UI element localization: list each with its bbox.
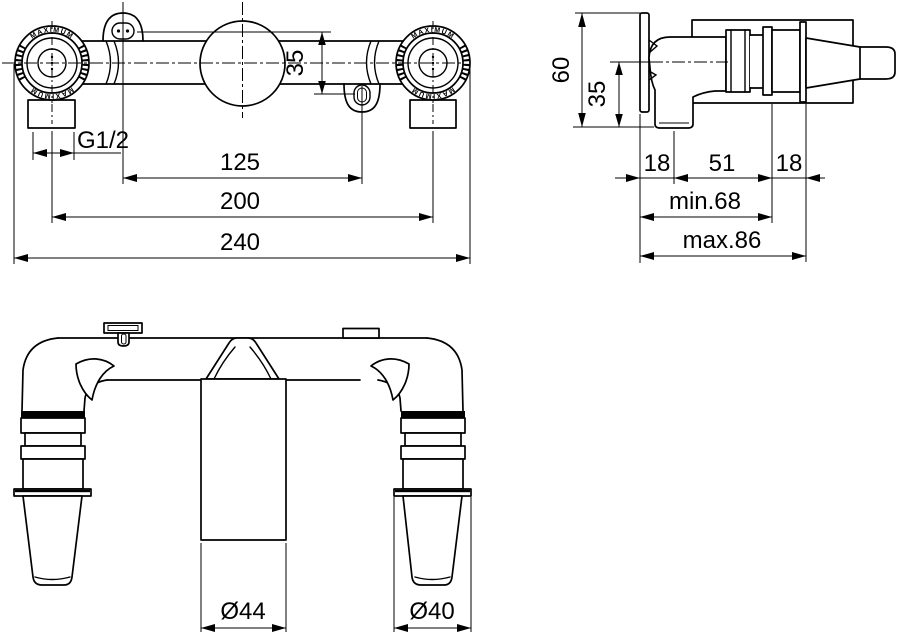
left-inlet-connector [27, 99, 76, 129]
left-valve: MAXIMUM MAXIMUM [14, 21, 90, 103]
protection-handle [805, 37, 896, 89]
right-inlet-connector [409, 99, 457, 129]
front-view: MAXIMUM MAXIMUM MAXIMUM MAXIMUM [2, 2, 471, 264]
rosette-flange [799, 21, 807, 103]
rear-tab-fitting [342, 327, 380, 339]
dim-label: 18 [644, 150, 671, 177]
right-protection-cap [402, 495, 463, 586]
elbow-body [648, 36, 727, 129]
dim-125: 125 [122, 2, 363, 184]
cartridge-ribs [725, 29, 751, 93]
dim-label: 35 [584, 81, 611, 108]
right-valve: MAXIMUM MAXIMUM [395, 21, 471, 103]
centerlines-front [2, 2, 463, 118]
left-fairing-arc [105, 40, 112, 85]
dim-min68: min.68 [640, 188, 772, 221]
dim-35-front: 35 [137, 31, 355, 95]
dim-label: 35 [282, 50, 309, 77]
dim-35-side: 35 [584, 61, 649, 127]
dim-18-51-18: 18 51 18 [615, 104, 825, 263]
dim-label: 60 [548, 57, 575, 84]
dim-max86: max.86 [640, 227, 806, 260]
center-spout [200, 337, 287, 541]
side-view: 60 35 18 51 18 [548, 12, 896, 263]
cartridge-cap [771, 29, 801, 93]
cartridge-flange [762, 26, 773, 96]
right-elbow [370, 337, 464, 412]
right-fairing-arc [373, 40, 380, 85]
dim-60: 60 [548, 12, 654, 128]
dim-label: 18 [776, 150, 803, 177]
right-connector-stack [393, 411, 472, 586]
dim-d44: Ø44 [200, 543, 287, 632]
left-connector-stack [13, 411, 92, 586]
dim-d40: Ø40 [393, 497, 472, 632]
clamp-wedge-top [648, 39, 659, 54]
dim-label: max.86 [683, 227, 762, 254]
dim-label: Ø40 [409, 598, 454, 625]
left-valve-boss [75, 358, 115, 401]
dim-g12: G1/2 [32, 127, 129, 160]
right-valve-boss [370, 358, 410, 401]
dim-200: 200 [51, 131, 434, 223]
left-protection-cap [22, 495, 83, 586]
clamp-wedge-bottom [648, 70, 658, 81]
body-bar [79, 40, 405, 85]
dim-label: 200 [220, 188, 260, 215]
dim-label: 51 [709, 150, 736, 177]
dim-label: 240 [220, 229, 260, 256]
dim-240: 240 [13, 64, 471, 264]
dim-label: 125 [220, 149, 260, 176]
dim-label: G1/2 [77, 127, 129, 154]
mounting-screw-fitting [103, 322, 143, 347]
left-elbow [21, 337, 115, 412]
dim-label: min.68 [669, 188, 741, 215]
dim-label: Ø44 [220, 598, 265, 625]
bottom-view: Ø44 Ø40 [13, 322, 472, 632]
